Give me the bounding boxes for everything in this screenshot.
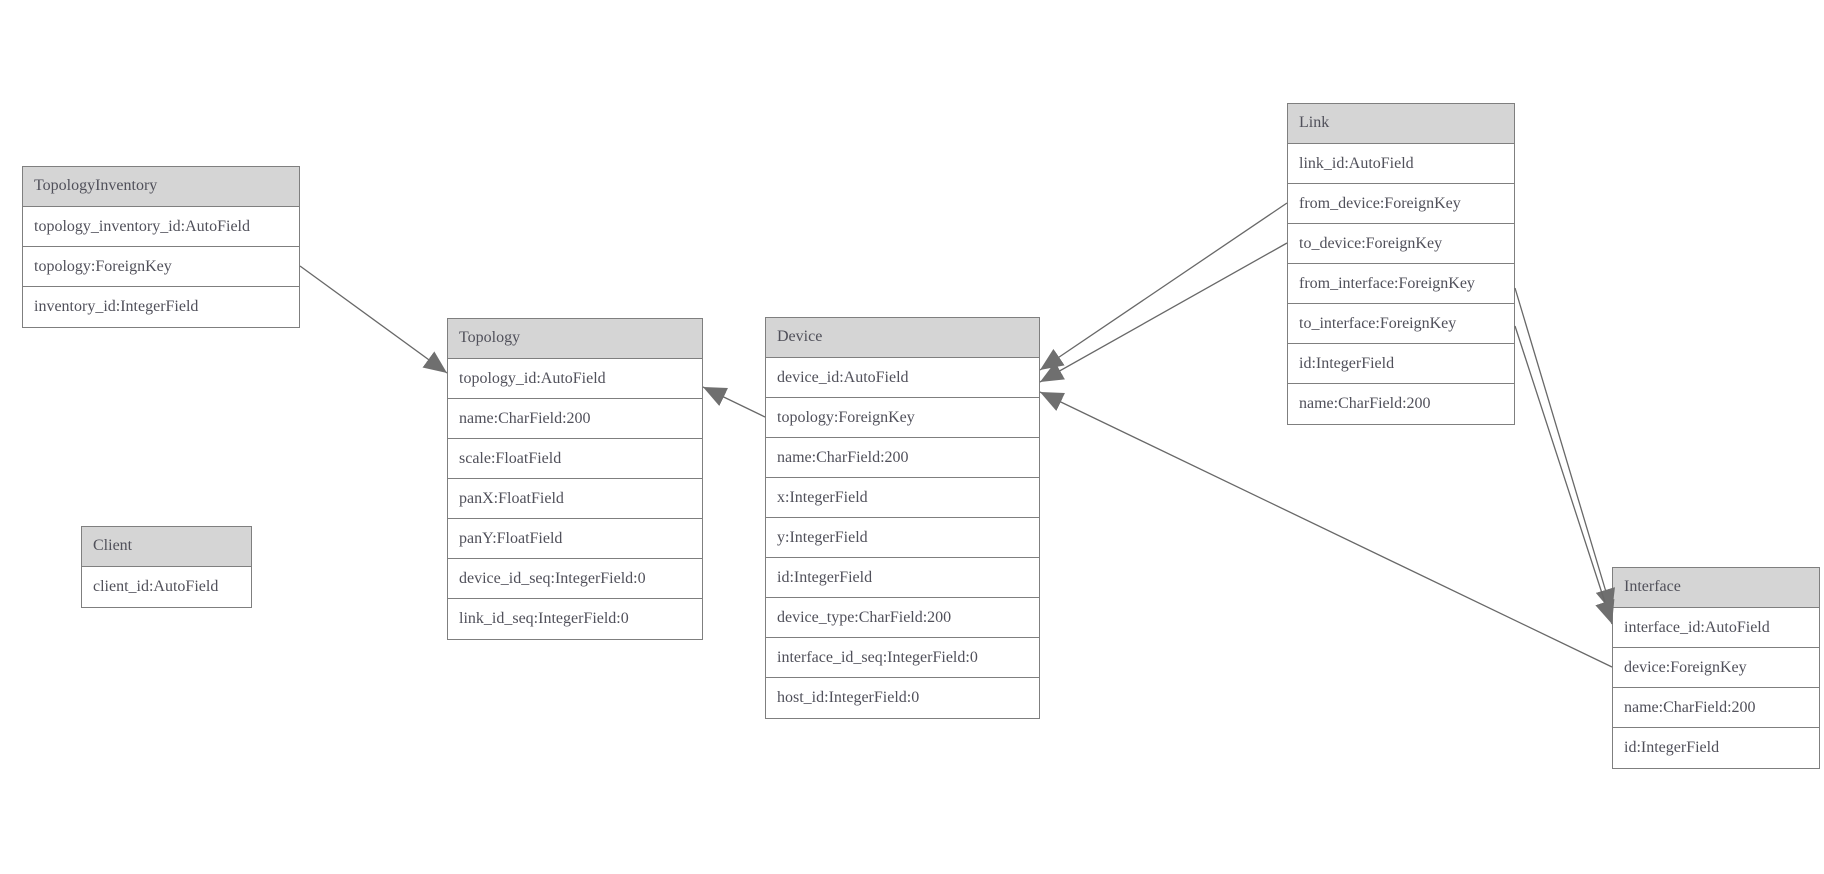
field-row: name:CharField:200 — [766, 438, 1039, 478]
field-row: interface_id_seq:IntegerField:0 — [766, 638, 1039, 678]
arrow-link-from-interface — [1514, 287, 1615, 613]
entity-link[interactable]: Link link_id:AutoField from_device:Forei… — [1287, 103, 1515, 425]
arrow-device-topology — [702, 386, 766, 418]
field-row: y:IntegerField — [766, 518, 1039, 558]
field-row: topology_inventory_id:AutoField — [23, 207, 299, 247]
field-row: to_interface:ForeignKey — [1288, 304, 1514, 344]
field-row: scale:FloatField — [448, 439, 702, 479]
arrow-topologyinventory-topology — [299, 265, 448, 374]
entity-link-title: Link — [1288, 104, 1514, 144]
field-row: topology_id:AutoField — [448, 359, 702, 399]
field-row: device:ForeignKey — [1613, 648, 1819, 688]
field-row: link_id:AutoField — [1288, 144, 1514, 184]
field-row: name:CharField:200 — [1288, 384, 1514, 424]
field-row: id:IntegerField — [766, 558, 1039, 598]
entity-topology[interactable]: Topology topology_id:AutoField name:Char… — [447, 318, 703, 640]
entity-topologyinventory-title: TopologyInventory — [23, 167, 299, 207]
entity-client-title: Client — [82, 527, 251, 567]
arrow-link-to-interface — [1514, 325, 1615, 625]
field-row: topology:ForeignKey — [766, 398, 1039, 438]
field-row: inventory_id:IntegerField — [23, 287, 299, 327]
field-row: id:IntegerField — [1613, 728, 1819, 768]
entity-topologyinventory[interactable]: TopologyInventory topology_inventory_id:… — [22, 166, 300, 328]
field-row: id:IntegerField — [1288, 344, 1514, 384]
field-row: host_id:IntegerField:0 — [766, 678, 1039, 718]
field-row: device_id:AutoField — [766, 358, 1039, 398]
field-row: interface_id:AutoField — [1613, 608, 1819, 648]
entity-interface-title: Interface — [1613, 568, 1819, 608]
field-row: panX:FloatField — [448, 479, 702, 519]
field-row: link_id_seq:IntegerField:0 — [448, 599, 702, 639]
field-row: name:CharField:200 — [1613, 688, 1819, 728]
entity-device[interactable]: Device device_id:AutoField topology:Fore… — [765, 317, 1040, 719]
field-row: device_type:CharField:200 — [766, 598, 1039, 638]
field-row: to_device:ForeignKey — [1288, 224, 1514, 264]
entity-device-title: Device — [766, 318, 1039, 358]
arrow-link-from-device — [1039, 202, 1288, 371]
field-row: panY:FloatField — [448, 519, 702, 559]
arrow-interface-device — [1039, 391, 1613, 668]
arrow-link-to-device — [1039, 242, 1288, 383]
field-row: name:CharField:200 — [448, 399, 702, 439]
field-row: x:IntegerField — [766, 478, 1039, 518]
field-row: topology:ForeignKey — [23, 247, 299, 287]
field-row: from_device:ForeignKey — [1288, 184, 1514, 224]
field-row: client_id:AutoField — [82, 567, 251, 607]
entity-topology-title: Topology — [448, 319, 702, 359]
field-row: device_id_seq:IntegerField:0 — [448, 559, 702, 599]
entity-client[interactable]: Client client_id:AutoField — [81, 526, 252, 608]
field-row: from_interface:ForeignKey — [1288, 264, 1514, 304]
entity-interface[interactable]: Interface interface_id:AutoField device:… — [1612, 567, 1820, 769]
